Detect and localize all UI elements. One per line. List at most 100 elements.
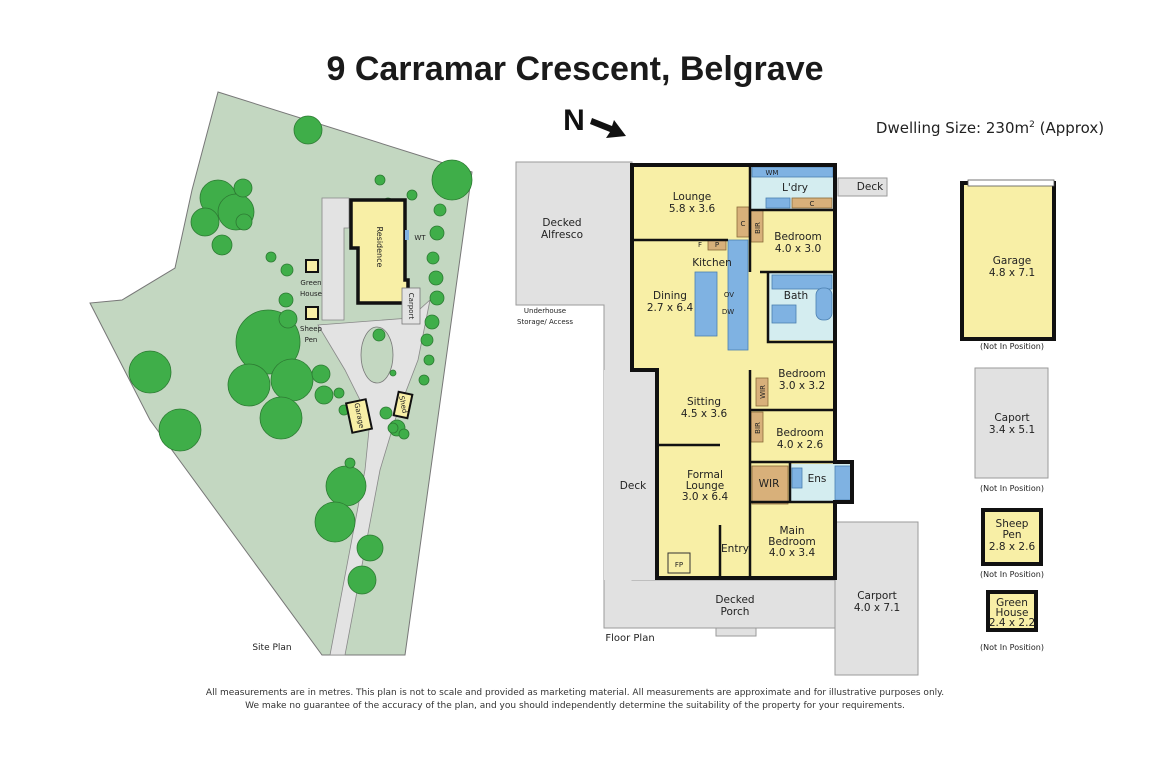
- svg-text:Pen: Pen: [1002, 529, 1021, 541]
- svg-text:5.8 x 3.6: 5.8 x 3.6: [669, 203, 716, 215]
- svg-text:2.8 x 2.6: 2.8 x 2.6: [989, 541, 1036, 553]
- trees: [128, 115, 473, 595]
- tree-icon: [429, 290, 445, 306]
- carport: [834, 521, 919, 676]
- tree-icon: [311, 364, 331, 384]
- page-title: 9 Carramar Crescent, Belgrave: [326, 50, 823, 88]
- tree-icon: [190, 207, 220, 237]
- svg-text:3.0 x 3.2: 3.0 x 3.2: [779, 380, 825, 392]
- tree-icon: [325, 465, 367, 507]
- tree-icon: [259, 396, 303, 440]
- tree-icon: [235, 213, 253, 231]
- svg-text:Bedroom: Bedroom: [774, 231, 822, 243]
- tree-icon: [314, 501, 356, 543]
- svg-text:(Not In Position): (Not In Position): [980, 643, 1044, 652]
- tree-icon: [347, 565, 377, 595]
- svg-text:4.0 x 7.1: 4.0 x 7.1: [854, 602, 900, 614]
- svg-text:2.7 x 6.4: 2.7 x 6.4: [647, 302, 694, 314]
- tree-icon: [426, 251, 440, 265]
- svg-text:3.0 x 6.4: 3.0 x 6.4: [682, 491, 729, 503]
- tree-icon: [433, 203, 447, 217]
- tree-icon: [158, 408, 202, 452]
- tree-icon: [379, 406, 393, 420]
- svg-text:3.4 x 5.1: 3.4 x 5.1: [989, 424, 1035, 436]
- svg-text:(Not In Position): (Not In Position): [980, 570, 1044, 579]
- svg-text:P: P: [715, 241, 719, 249]
- tree-icon: [389, 369, 397, 377]
- svg-text:Caport: Caport: [994, 412, 1029, 424]
- tree-icon: [372, 328, 386, 342]
- tree-icon: [424, 314, 440, 330]
- svg-text:Residence: Residence: [375, 227, 384, 268]
- tree-icon: [333, 387, 345, 399]
- sheep-pen-plan: [981, 508, 1043, 566]
- svg-text:4.0 x 3.0: 4.0 x 3.0: [775, 243, 821, 255]
- tree-icon: [344, 457, 356, 469]
- svg-text:Sheep: Sheep: [300, 325, 322, 333]
- svg-text:C: C: [810, 200, 815, 208]
- tree-icon: [423, 354, 435, 366]
- disclaimer-line-2: We make no guarantee of the accuracy of …: [245, 701, 905, 711]
- svg-text:Main: Main: [779, 525, 804, 537]
- tree-icon: [374, 174, 386, 186]
- floor-plan-label: Floor Plan: [605, 633, 654, 644]
- deck-right: [837, 177, 888, 197]
- svg-text:Green: Green: [996, 597, 1028, 609]
- svg-text:4.0 x 2.6: 4.0 x 2.6: [777, 439, 824, 451]
- green-house-plan: [986, 590, 1038, 632]
- water-tank-icon: [405, 230, 409, 240]
- svg-text:Garage: Garage: [993, 255, 1031, 267]
- svg-text:Decked: Decked: [715, 594, 754, 606]
- svg-text:2.4 x 2.2: 2.4 x 2.2: [989, 617, 1035, 629]
- svg-text:Lounge: Lounge: [686, 480, 725, 492]
- svg-text:WIR: WIR: [759, 478, 780, 490]
- svg-text:WM: WM: [766, 169, 779, 177]
- svg-text:House: House: [996, 607, 1029, 619]
- svg-text:L'dry: L'dry: [782, 182, 808, 194]
- tree-icon: [420, 333, 434, 347]
- garage-site: [344, 398, 374, 434]
- svg-text:Kitchen: Kitchen: [692, 257, 731, 269]
- svg-text:Ens: Ens: [808, 473, 827, 485]
- svg-text:Carport: Carport: [857, 590, 897, 602]
- svg-text:Underhouse: Underhouse: [524, 307, 566, 315]
- tree-icon: [233, 178, 253, 198]
- site-plan: Residence WT Carport Green House Sheep P…: [89, 91, 473, 656]
- svg-text:Pen: Pen: [305, 336, 318, 344]
- north-arrow-icon: N: [563, 104, 626, 138]
- tree-icon: [270, 358, 314, 402]
- floor-plan: Decked Alfresco Underhouse Storage/ Acce…: [515, 161, 919, 676]
- tree-icon: [211, 234, 233, 256]
- svg-text:Carport: Carport: [407, 293, 415, 320]
- tree-icon: [429, 225, 445, 241]
- tree-icon: [428, 270, 444, 286]
- tree-icon: [431, 159, 473, 201]
- shed-site: [392, 390, 414, 420]
- svg-text:Alfresco: Alfresco: [541, 229, 583, 241]
- svg-text:Green: Green: [300, 279, 321, 287]
- svg-text:House: House: [300, 290, 322, 298]
- svg-text:DW: DW: [722, 308, 734, 316]
- svg-text:WIR: WIR: [759, 385, 767, 399]
- svg-text:Storage/ Access: Storage/ Access: [517, 318, 573, 326]
- svg-text:Sheep: Sheep: [996, 518, 1029, 530]
- disclaimer-line-1: All measurements are in metres. This pla…: [206, 688, 944, 698]
- svg-text:4.0 x 3.4: 4.0 x 3.4: [769, 547, 816, 559]
- green-house-site: [305, 259, 319, 273]
- tree-icon: [387, 422, 399, 434]
- tree-icon: [280, 263, 294, 277]
- svg-text:C: C: [741, 220, 746, 228]
- tree-icon: [356, 534, 384, 562]
- tree-icon: [406, 189, 418, 201]
- svg-text:Shed: Shed: [397, 395, 408, 414]
- tree-icon: [265, 251, 277, 263]
- svg-text:Decked: Decked: [542, 217, 581, 229]
- tree-icon: [398, 428, 410, 440]
- svg-text:4.8 x 7.1: 4.8 x 7.1: [989, 267, 1035, 279]
- tree-icon: [293, 115, 323, 145]
- svg-text:Bedroom: Bedroom: [768, 536, 816, 548]
- svg-text:BIR: BIR: [754, 422, 762, 434]
- svg-text:Deck: Deck: [620, 480, 647, 492]
- svg-text:Porch: Porch: [721, 606, 750, 618]
